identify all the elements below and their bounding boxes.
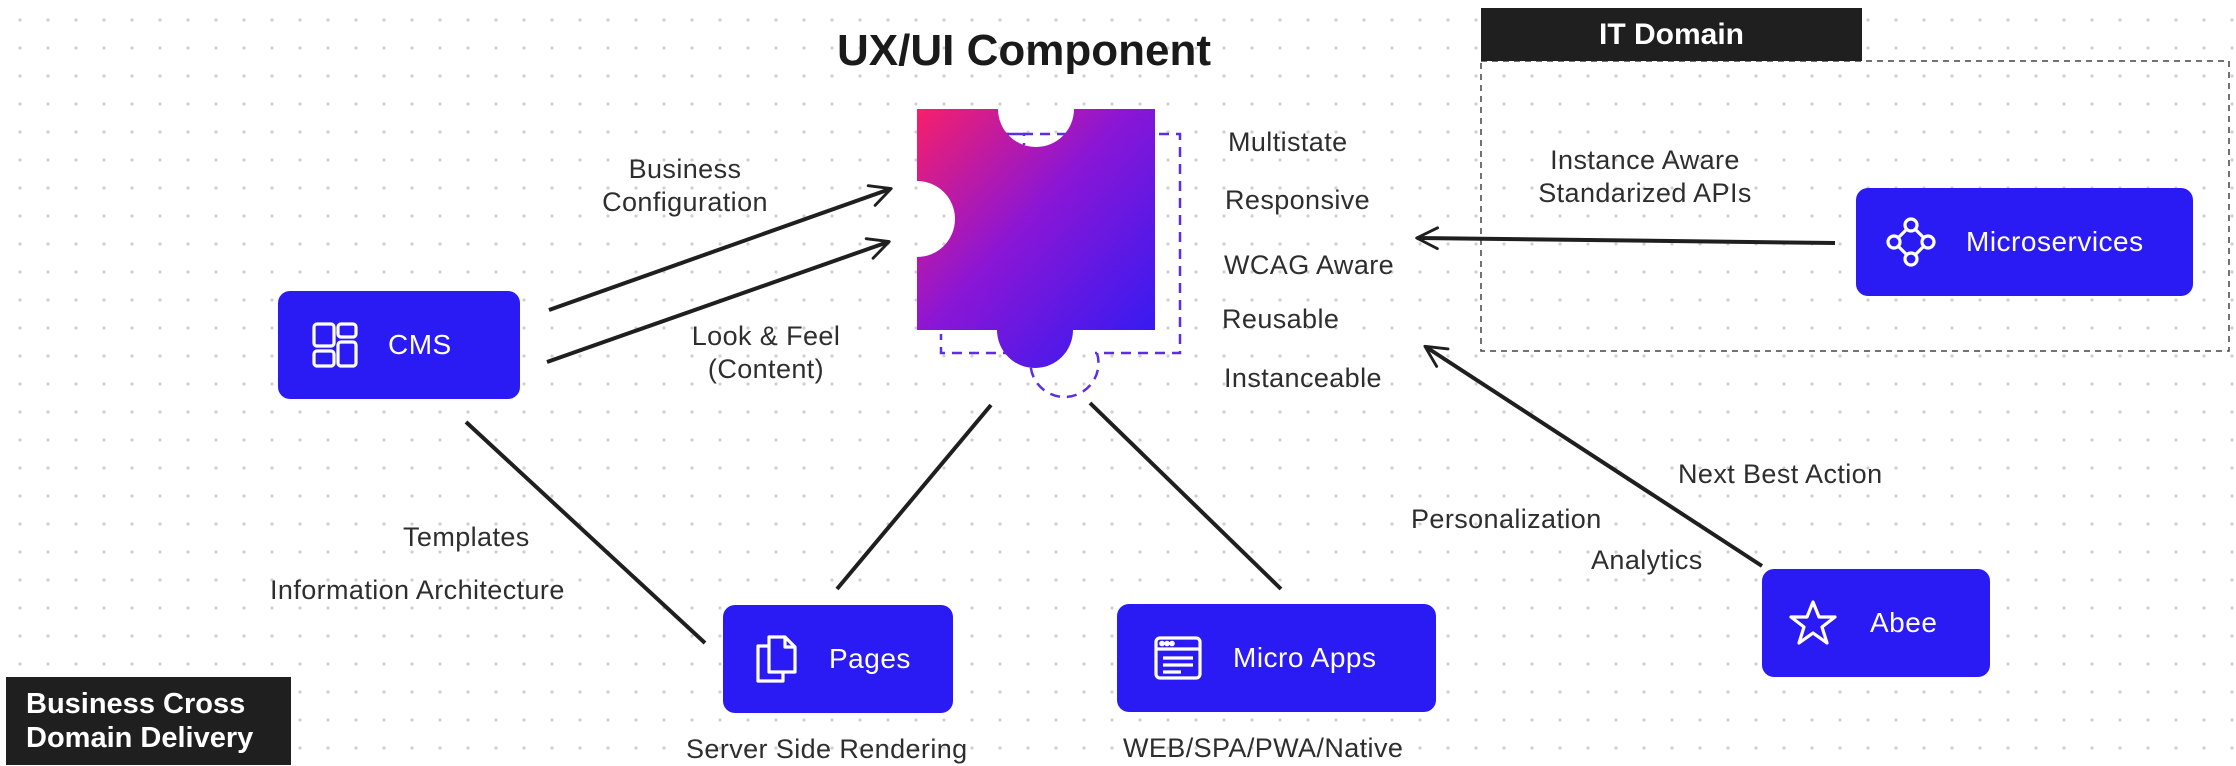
- label-analytics: Analytics: [1591, 545, 1703, 575]
- label-business-configuration: Business Configuration: [585, 153, 785, 219]
- arrow-look-and-feel: [546, 237, 891, 364]
- label-instance-line-2: Standarized APIs: [1538, 178, 1752, 208]
- browser-window-icon: [1153, 633, 1203, 683]
- label-personalization: Personalization: [1411, 504, 1602, 534]
- property-responsive: Responsive: [1225, 185, 1371, 215]
- label-instance-aware-apis: Instance Aware Standarized APIs: [1515, 144, 1775, 210]
- diagram-title: UX/UI Component: [837, 26, 1211, 75]
- it-domain-label: IT Domain: [1598, 17, 1744, 51]
- label-next-best-action: Next Best Action: [1678, 459, 1883, 489]
- puzzle-piece: [917, 109, 1155, 368]
- microservices-label: Microservices: [1966, 226, 2144, 257]
- cms-label: CMS: [388, 329, 452, 360]
- micro-apps-label: Micro Apps: [1233, 642, 1377, 673]
- business-tag-line-2: Domain Delivery: [26, 722, 254, 754]
- caption-web-spa-pwa-native: WEB/SPA/PWA/Native: [1123, 733, 1404, 763]
- label-instance-line-1: Instance Aware: [1550, 145, 1740, 175]
- property-wcag-aware: WCAG Aware: [1224, 250, 1395, 280]
- micro-apps-node[interactable]: Micro Apps: [1117, 604, 1436, 712]
- layout-dashboard-icon: [310, 320, 360, 370]
- business-cross-domain-tag: Business Cross Domain Delivery: [6, 677, 291, 765]
- label-look-line-1: Look & Feel: [691, 321, 841, 351]
- property-multistate: Multistate: [1228, 127, 1348, 157]
- arrow-next-best-action: [1423, 344, 1764, 568]
- label-templates: Templates: [403, 522, 530, 552]
- property-instanceable: Instanceable: [1224, 363, 1382, 393]
- connector-puzzle-microapps: [1088, 401, 1283, 591]
- label-business-line-2: Configuration: [602, 187, 768, 217]
- arrow-business-configuration: [548, 184, 893, 312]
- property-reusable: Reusable: [1222, 304, 1340, 334]
- label-business-line-1: Business: [628, 154, 742, 184]
- cms-node[interactable]: CMS: [278, 291, 520, 399]
- abee-label: Abee: [1870, 607, 1938, 638]
- connector-cms-pages: [464, 420, 707, 645]
- connector-puzzle-pages: [835, 403, 993, 591]
- abee-node[interactable]: Abee: [1762, 569, 1990, 677]
- arrow-standardized-apis: [1415, 226, 1836, 251]
- it-domain-boundary: [1480, 60, 2230, 352]
- business-tag-line-1: Business Cross: [26, 688, 246, 720]
- label-look-and-feel: Look & Feel (Content): [666, 320, 866, 386]
- label-look-line-2: (Content): [707, 354, 825, 384]
- it-domain-tag: IT Domain: [1481, 8, 1862, 61]
- star-icon: [1788, 598, 1838, 648]
- caption-server-side-rendering: Server Side Rendering: [686, 734, 968, 764]
- microservices-node[interactable]: Microservices: [1856, 188, 2193, 296]
- label-information-architecture: Information Architecture: [270, 575, 565, 605]
- pages-label: Pages: [829, 643, 911, 674]
- copy-pages-icon: [751, 634, 801, 684]
- nodes-diamond-icon: [1886, 217, 1936, 267]
- pages-node[interactable]: Pages: [723, 605, 953, 713]
